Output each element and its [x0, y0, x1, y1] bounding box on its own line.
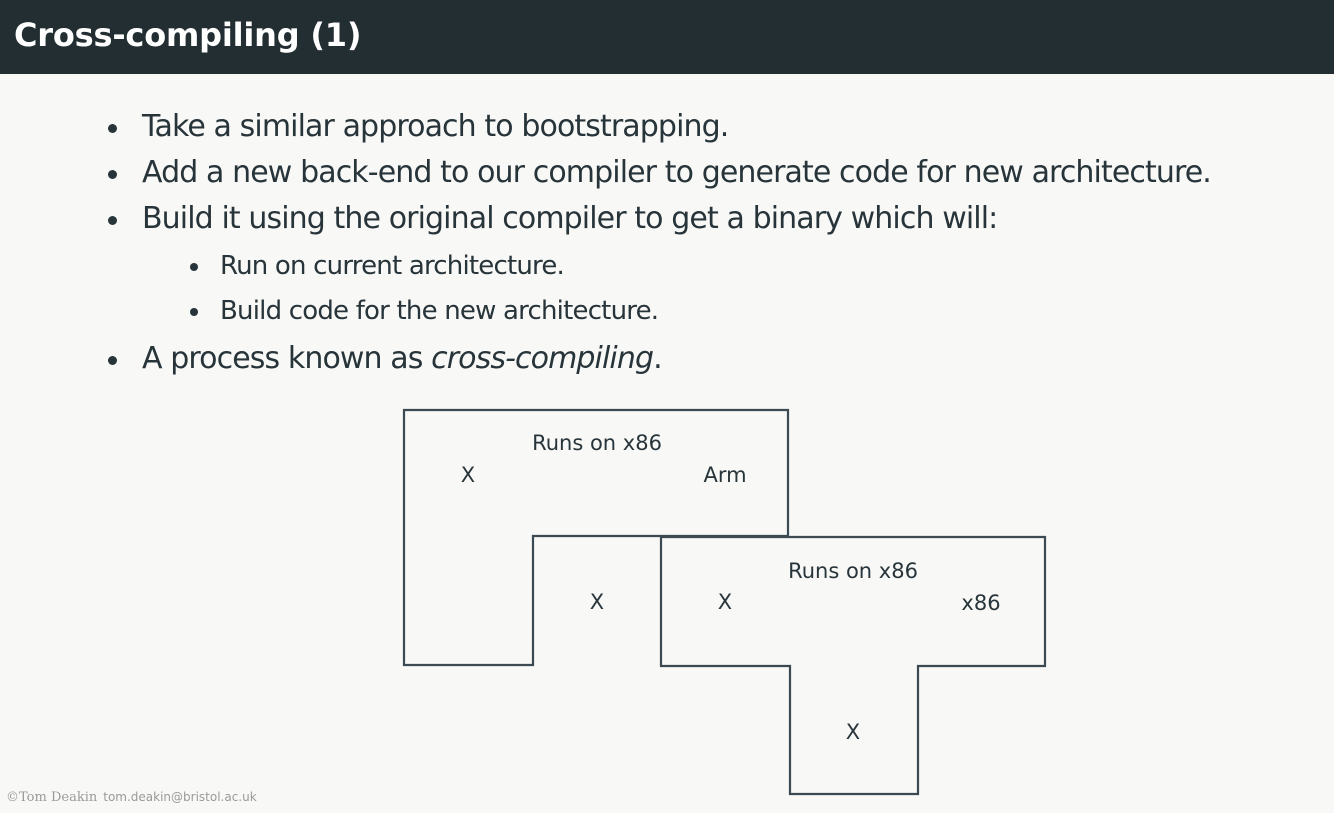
- box1-target-label: Arm: [703, 463, 746, 487]
- box1-source-label: X: [461, 463, 475, 487]
- bullet-item-4-emphasis: cross-compiling: [431, 341, 654, 376]
- bullet-item-1: Take a similar approach to bootstrapping…: [100, 104, 1310, 150]
- bullet-list-level2: Run on current architecture. Build code …: [142, 244, 1310, 334]
- box2-implementation-label: X: [846, 720, 860, 744]
- sub-bullet-item-2-label: Build code for the new architecture.: [220, 296, 659, 326]
- box1-runs-on-label: Runs on x86: [532, 431, 662, 455]
- host-compiler-shape: [659, 535, 1047, 796]
- bullet-item-4-suffix: .: [653, 341, 663, 376]
- slide-footer: ©Tom Deakin tom.deakin@bristol.ac.uk: [6, 789, 257, 805]
- bullet-item-3: Build it using the original compiler to …: [100, 196, 1310, 334]
- bullet-item-2: Add a new back-end to our compiler to ge…: [100, 150, 1310, 196]
- cross-compiler-shape: [402, 408, 790, 667]
- box1-implementation-label: X: [590, 590, 604, 614]
- bullet-list-level1: Take a similar approach to bootstrapping…: [100, 104, 1310, 382]
- bullet-item-4: A process known as cross-compiling.: [100, 336, 1310, 382]
- box2-target-label: x86: [961, 591, 1000, 615]
- page-title: Cross-compiling (1): [14, 16, 362, 54]
- sub-bullet-item-2: Build code for the new architecture.: [180, 289, 1310, 334]
- footer-email: tom.deakin@bristol.ac.uk: [103, 790, 257, 804]
- box2-source-label: X: [718, 590, 732, 614]
- bullet-item-2-label: Add a new back-end to our compiler to ge…: [142, 155, 1212, 190]
- sub-bullet-item-1-label: Run on current architecture.: [220, 251, 565, 281]
- bullet-item-4-label: A process known as cross-compiling.: [142, 336, 1310, 382]
- footer-author: Tom Deakin: [19, 790, 98, 805]
- bullet-item-3-label: Build it using the original compiler to …: [142, 201, 998, 236]
- bullet-item-4-prefix: A process known as: [142, 341, 432, 376]
- sub-bullet-item-1: Run on current architecture.: [180, 244, 1310, 289]
- box2-runs-on-label: Runs on x86: [788, 559, 918, 583]
- slide-title-bar: Cross-compiling (1): [0, 0, 1334, 74]
- copyright-icon: ©: [6, 790, 19, 805]
- bullet-item-1-label: Take a similar approach to bootstrapping…: [142, 109, 729, 144]
